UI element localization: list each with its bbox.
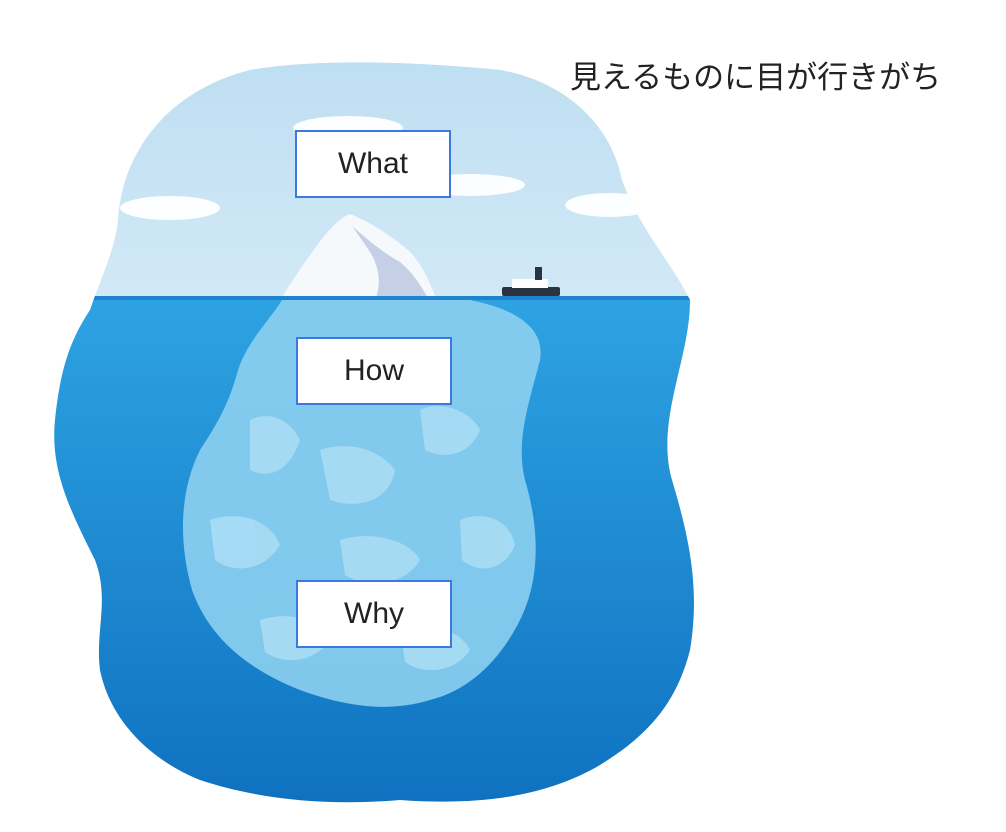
- ship: [502, 267, 560, 296]
- level-why-label: Why: [344, 597, 404, 630]
- iceberg-facets: [210, 406, 515, 671]
- sky: [54, 62, 694, 300]
- level-why-box: Why: [296, 580, 452, 648]
- iceberg-tip-shadow: [352, 226, 428, 298]
- level-how-box: How: [296, 337, 452, 405]
- horizon-line: [54, 296, 694, 300]
- caption-text: 見えるものに目が行きがち: [570, 60, 942, 96]
- level-what-label: What: [337, 147, 409, 180]
- level-how-label: How: [343, 354, 404, 387]
- level-what-box: What: [295, 130, 451, 198]
